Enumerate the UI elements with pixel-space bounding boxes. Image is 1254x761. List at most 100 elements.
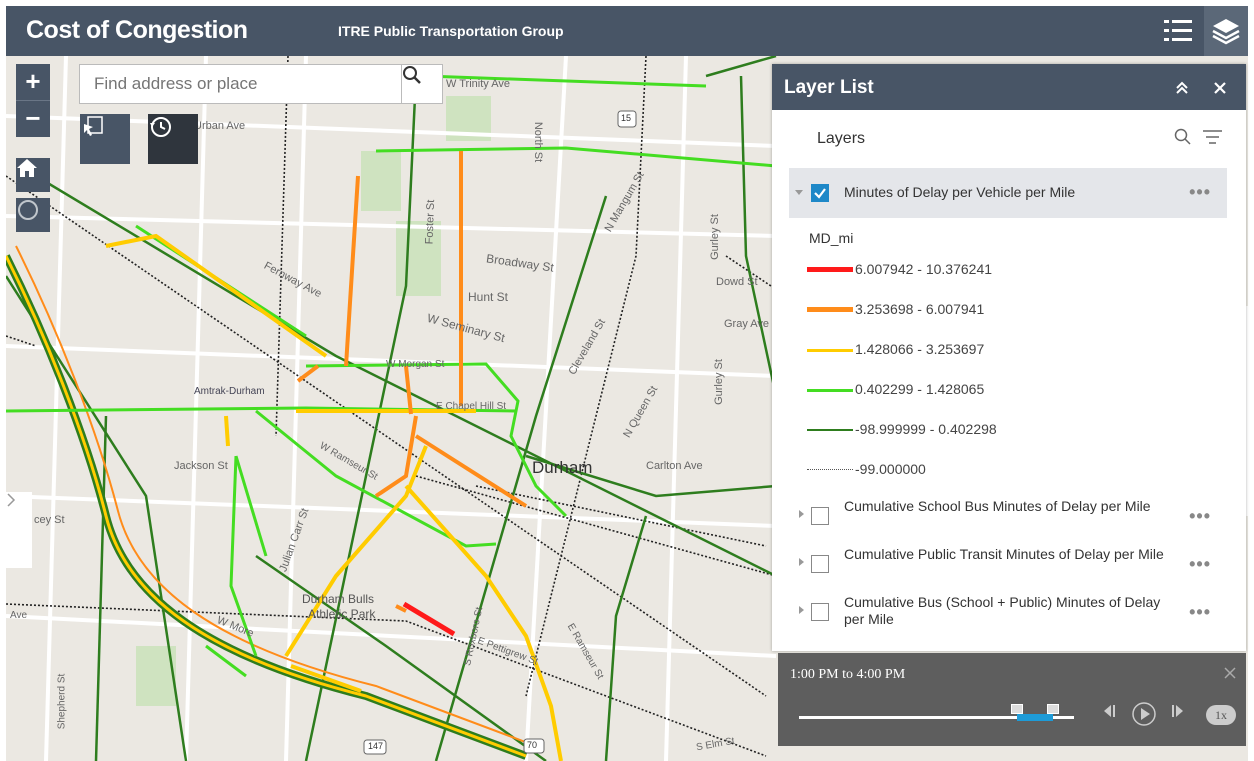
segments-light-green bbox=[6, 74, 777, 678]
expand-caret-icon[interactable] bbox=[799, 558, 804, 566]
select-tool-button[interactable] bbox=[80, 114, 130, 164]
segments-dark-green bbox=[6, 56, 778, 761]
layers-icon bbox=[1212, 19, 1240, 45]
legend-toggle-button[interactable] bbox=[1156, 6, 1200, 56]
legend-label: 3.253698 - 6.007941 bbox=[855, 301, 985, 317]
layer-item-bus-combined[interactable]: Cumulative Bus (School + Public) Minutes… bbox=[789, 590, 1227, 638]
locate-icon bbox=[18, 200, 38, 220]
filter-sort-icon[interactable] bbox=[1202, 128, 1224, 146]
collapse-panel-button[interactable] bbox=[1168, 74, 1196, 102]
time-slider-end-handle[interactable] bbox=[1047, 704, 1059, 714]
expand-caret-icon[interactable] bbox=[799, 606, 804, 614]
time-slider-track[interactable] bbox=[799, 704, 1074, 721]
time-slider: 1:00 PM to 4:00 PM 1x bbox=[778, 653, 1246, 746]
layer-list-toggle-button[interactable] bbox=[1204, 6, 1248, 56]
segments-red bbox=[402, 601, 456, 637]
map-label: cey St bbox=[34, 514, 65, 526]
legend-label: -99.000000 bbox=[855, 461, 926, 477]
legend-swatch-light-green bbox=[807, 389, 853, 392]
route-shield-label: 147 bbox=[368, 741, 384, 751]
layer-checkbox[interactable] bbox=[811, 184, 829, 202]
next-button[interactable] bbox=[1170, 703, 1186, 723]
route-shield-label: 70 bbox=[527, 740, 538, 750]
park-area bbox=[396, 221, 441, 296]
close-time-slider-button[interactable] bbox=[1224, 663, 1236, 684]
history-clock-icon bbox=[150, 117, 171, 137]
road-network bbox=[6, 56, 1248, 761]
map-label: W Morgan St bbox=[386, 359, 445, 370]
layer-checkbox[interactable] bbox=[811, 555, 829, 573]
checkmark-icon bbox=[814, 188, 826, 199]
map-label: North St bbox=[532, 121, 545, 163]
layer-list-panel: Layer List Layers bbox=[772, 64, 1246, 651]
map-label: Urban Ave bbox=[194, 120, 246, 132]
select-map-icon bbox=[84, 116, 103, 136]
step-forward-icon bbox=[1172, 705, 1183, 717]
layer-name: Cumulative Bus (School + Public) Minutes… bbox=[844, 594, 1161, 627]
legend-item: -98.999999 - 0.402298 bbox=[807, 420, 1107, 440]
layers-toolbar: Layers bbox=[772, 110, 1246, 168]
map-label: Gurley St bbox=[712, 359, 725, 405]
close-icon bbox=[1224, 667, 1236, 679]
map-label: Hunt St bbox=[468, 290, 509, 304]
expand-caret-icon[interactable] bbox=[795, 190, 803, 195]
search-input[interactable] bbox=[80, 65, 400, 103]
legend-label: 0.402299 - 1.428065 bbox=[855, 381, 985, 397]
segments-orange bbox=[296, 151, 528, 613]
layer-item-delay-per-vehicle[interactable]: Minutes of Delay per Vehicle per Mile ••… bbox=[789, 168, 1227, 218]
map-label: Ave bbox=[10, 610, 28, 621]
previous-button[interactable] bbox=[1101, 703, 1117, 723]
map-label: Jackson St bbox=[174, 460, 228, 472]
map-label: Carlton Ave bbox=[646, 460, 703, 472]
layer-name: Cumulative Public Transit Minutes of Del… bbox=[844, 546, 1164, 562]
layer-options-button[interactable]: ••• bbox=[1189, 554, 1211, 574]
close-icon bbox=[1214, 82, 1226, 94]
map-label: Gurley St bbox=[708, 214, 721, 260]
layer-options-button[interactable]: ••• bbox=[1189, 182, 1211, 202]
search-widget bbox=[79, 64, 443, 104]
search-icon[interactable] bbox=[1174, 128, 1192, 146]
zoom-out-button[interactable]: − bbox=[16, 100, 50, 137]
map-label: E Chapel Hill St bbox=[436, 401, 507, 412]
legend-item: 3.253698 - 6.007941 bbox=[807, 300, 1107, 320]
list-icon bbox=[1164, 20, 1192, 41]
layer-options-button[interactable]: ••• bbox=[1189, 602, 1211, 622]
layer-checkbox[interactable] bbox=[811, 603, 829, 621]
search-button[interactable] bbox=[401, 65, 442, 103]
map-label: Amtrak-Durham bbox=[194, 386, 265, 397]
map-label: Durham Bulls bbox=[302, 592, 375, 606]
layer-list-header: Layer List bbox=[772, 64, 1246, 110]
zoom-in-button[interactable]: + bbox=[25, 66, 41, 96]
zoom-control: + − bbox=[16, 64, 50, 137]
time-slider-range bbox=[1017, 714, 1053, 721]
route-shield-label: 15 bbox=[621, 113, 632, 123]
legend-swatch-orange bbox=[807, 307, 853, 312]
close-panel-button[interactable] bbox=[1206, 74, 1234, 102]
expand-panel-tab[interactable] bbox=[6, 492, 32, 568]
map-label: Gray Ave bbox=[724, 318, 770, 330]
playback-speed-button[interactable]: 1x bbox=[1206, 705, 1236, 725]
segments-yellow bbox=[105, 233, 563, 761]
legend-label: 6.007942 - 10.376241 bbox=[855, 261, 993, 277]
layer-item-public-transit[interactable]: Cumulative Public Transit Minutes of Del… bbox=[789, 542, 1227, 590]
legend-label: 1.428066 - 3.253697 bbox=[855, 341, 985, 357]
legend-item: 1.428066 - 3.253697 bbox=[807, 340, 1107, 360]
layer-checkbox[interactable] bbox=[811, 507, 829, 525]
legend-item: -99.000000 bbox=[807, 460, 1107, 480]
locate-button[interactable] bbox=[16, 198, 50, 232]
time-slider-button[interactable] bbox=[148, 114, 198, 164]
layer-name: Minutes of Delay per Vehicle per Mile bbox=[844, 184, 1076, 200]
expand-caret-icon[interactable] bbox=[799, 510, 804, 518]
park-area bbox=[361, 151, 401, 211]
map-label: Athletic Park bbox=[308, 607, 376, 621]
app-title: Cost of Congestion bbox=[26, 16, 248, 44]
segments-highway bbox=[6, 245, 537, 760]
map-label: W Trinity Ave bbox=[446, 78, 510, 90]
map-label: Foster St bbox=[423, 199, 438, 245]
layer-options-button[interactable]: ••• bbox=[1189, 506, 1211, 526]
layer-item-school-bus[interactable]: Cumulative School Bus Minutes of Delay p… bbox=[789, 494, 1227, 542]
play-button[interactable] bbox=[1131, 701, 1157, 731]
app-subtitle: ITRE Public Transportation Group bbox=[338, 23, 564, 39]
time-slider-start-handle[interactable] bbox=[1011, 704, 1023, 714]
home-button[interactable] bbox=[16, 158, 50, 192]
